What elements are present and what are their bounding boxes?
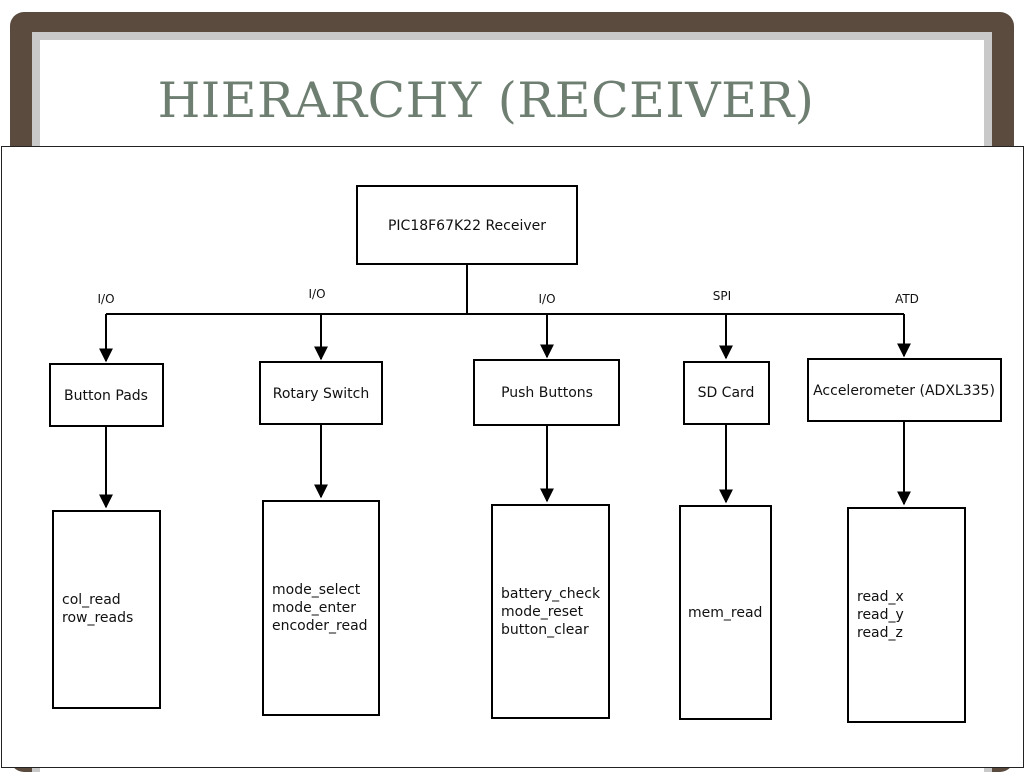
module-box-accelerometer <box>807 358 1002 422</box>
function-box-accelerometer <box>847 507 966 723</box>
root-label: PIC18F67K22 Receiver <box>388 218 546 234</box>
function-item: row_reads <box>62 610 133 626</box>
interface-label: ATD <box>895 292 919 306</box>
module-label: Button Pads <box>64 388 148 404</box>
module-box-button-pads <box>49 363 164 427</box>
interface-label: I/O <box>308 287 325 301</box>
module-label: Rotary Switch <box>273 386 370 402</box>
function-item: mode_reset <box>501 604 584 620</box>
module-label: SD Card <box>698 385 755 401</box>
module-label: Accelerometer (ADXL335) <box>813 383 995 399</box>
interface-label: SPI <box>713 289 731 303</box>
function-item: read_y <box>857 607 904 623</box>
root-box <box>356 185 578 265</box>
module-box-sd-card <box>683 361 770 425</box>
function-box-rotary-switch <box>262 500 380 716</box>
function-item: read_x <box>857 589 904 605</box>
function-item: col_read <box>62 592 121 608</box>
function-item: button_clear <box>501 622 589 638</box>
function-item: mem_read <box>688 605 762 621</box>
module-box-rotary-switch <box>259 361 383 425</box>
function-item: read_z <box>857 625 903 641</box>
function-box-sd-card <box>679 505 772 720</box>
function-box-push-buttons <box>491 504 610 719</box>
hierarchy-diagram: PIC18F67K22 Receiver I/O Button Pads col… <box>1 146 1024 768</box>
slide-title: HIERARCHY (RECEIVER) <box>157 72 815 129</box>
function-item: mode_enter <box>272 600 356 616</box>
function-item: encoder_read <box>272 618 368 634</box>
function-box-button-pads <box>52 510 161 709</box>
interface-label: I/O <box>97 292 114 306</box>
module-box-push-buttons <box>473 359 620 426</box>
function-item: mode_select <box>272 582 361 598</box>
interface-label: I/O <box>538 292 555 306</box>
diagram-canvas: PIC18F67K22 Receiver I/O Button Pads col… <box>49 185 1002 723</box>
function-item: battery_check <box>501 586 601 602</box>
module-label: Push Buttons <box>501 385 593 401</box>
